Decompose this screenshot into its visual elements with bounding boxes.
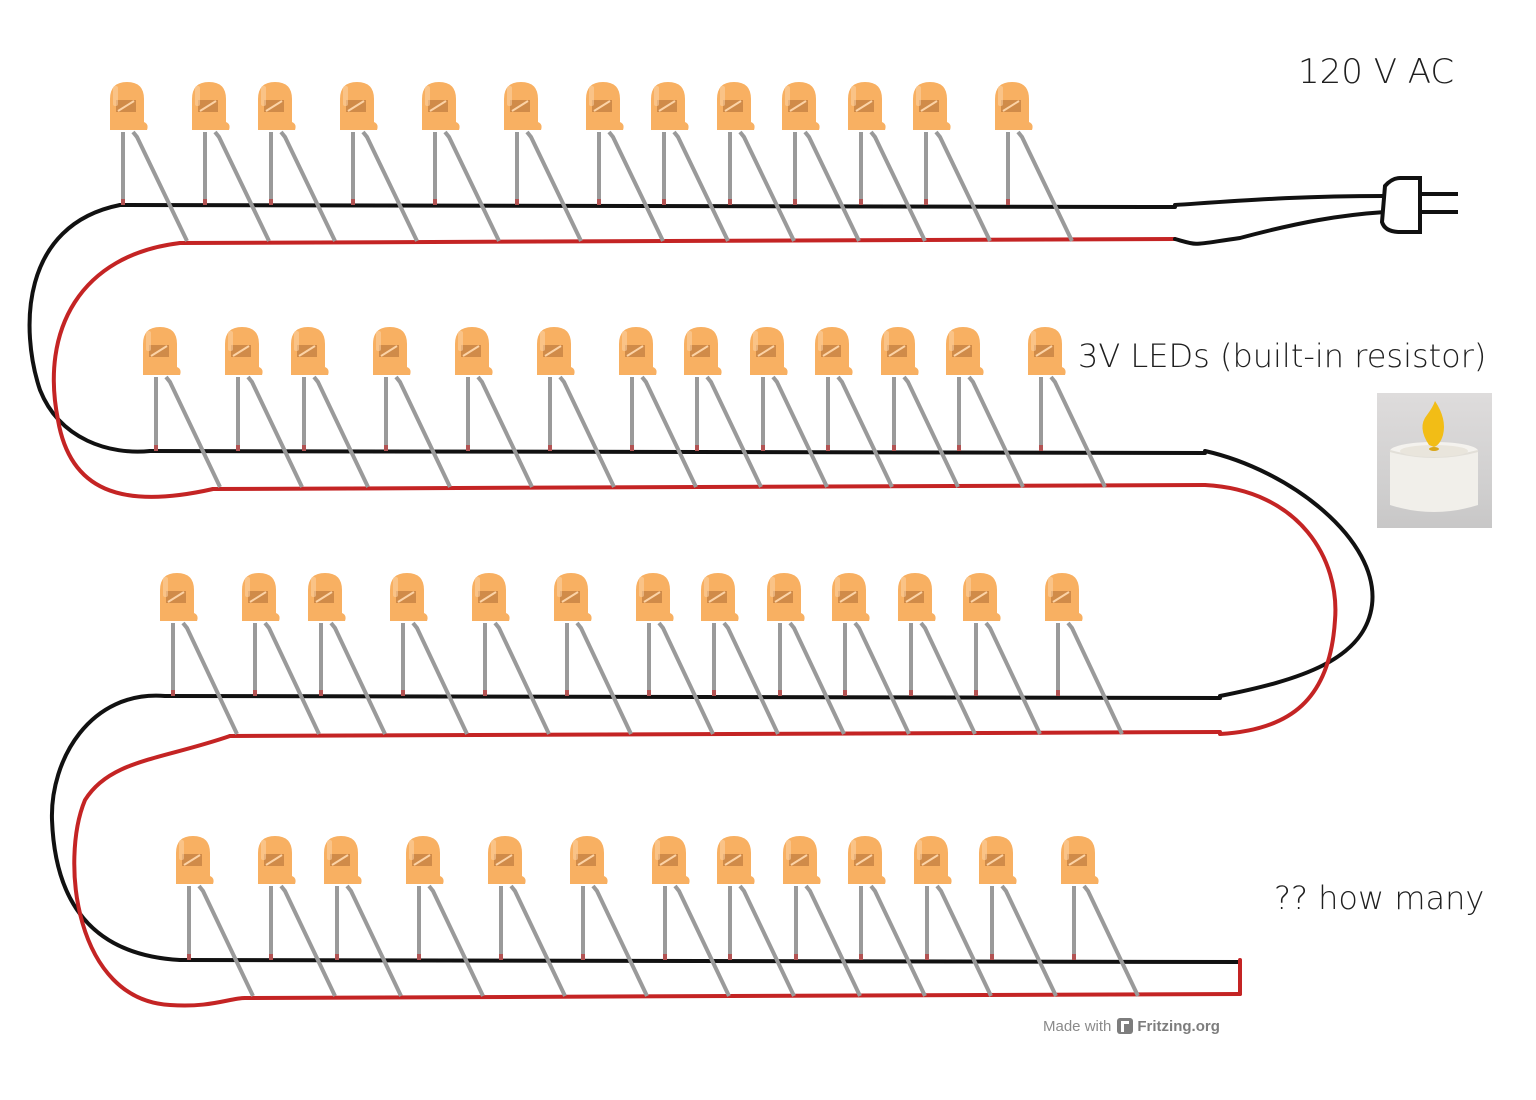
led — [946, 327, 1025, 488]
led — [504, 82, 583, 242]
led — [422, 82, 501, 242]
candle-image — [1377, 393, 1492, 528]
live-loop-3 — [72, 734, 247, 1008]
led-array — [110, 82, 1140, 997]
led — [636, 573, 715, 735]
led — [782, 82, 861, 242]
led — [472, 573, 551, 735]
led — [192, 82, 271, 242]
live-bus-row-3 — [228, 730, 1222, 738]
led — [995, 82, 1074, 242]
led — [258, 836, 337, 997]
credit-prefix: Made with — [1043, 1018, 1112, 1035]
led — [881, 327, 960, 488]
plug-icon — [1379, 176, 1458, 234]
neutral-loop-3 — [49, 693, 182, 962]
neutral-bus-row-3 — [163, 694, 1222, 700]
led — [750, 327, 829, 488]
led — [160, 573, 239, 735]
led — [373, 327, 452, 488]
led — [455, 327, 534, 488]
wires — [27, 194, 1387, 1008]
led — [651, 82, 730, 242]
led — [652, 836, 731, 997]
cord-neutral — [1173, 194, 1387, 207]
led — [1045, 573, 1124, 735]
supply-label: 120 V AC — [1298, 52, 1455, 92]
led — [717, 836, 796, 997]
led — [832, 573, 911, 735]
led — [701, 573, 780, 735]
cord-live — [1173, 210, 1387, 246]
led — [914, 836, 993, 997]
led — [225, 327, 304, 488]
led — [963, 573, 1042, 735]
led — [586, 82, 665, 242]
led-spec-label: 3V LEDs (built-in resistor) — [1078, 337, 1487, 375]
neutral-loop-2 — [1203, 449, 1375, 698]
led — [1061, 836, 1140, 997]
led — [176, 836, 255, 997]
led — [848, 82, 927, 242]
led — [979, 836, 1058, 997]
fritzing-logo-icon — [1117, 1018, 1134, 1034]
led — [898, 573, 977, 735]
question-label: ?? how many — [1274, 879, 1485, 917]
led — [242, 573, 321, 735]
live-bus-row-2 — [211, 483, 1207, 491]
led — [619, 327, 698, 488]
live-bus-row-1 — [178, 237, 1177, 245]
led — [390, 573, 469, 735]
led — [340, 82, 419, 242]
led — [848, 836, 927, 997]
live-loop-1 — [51, 241, 215, 499]
led — [291, 327, 370, 488]
credit-brand: Fritzing.org — [1137, 1018, 1220, 1035]
led — [554, 573, 633, 735]
led — [717, 82, 796, 242]
led — [815, 327, 894, 488]
led — [537, 327, 616, 488]
neutral-loop-1 — [27, 203, 152, 454]
led — [488, 836, 567, 997]
live-bus-row-4 — [243, 992, 1242, 1000]
led — [684, 327, 763, 488]
led — [110, 82, 189, 242]
led — [570, 836, 649, 997]
led — [1028, 327, 1107, 488]
neutral-bus-row-4 — [178, 958, 1242, 964]
led — [783, 836, 862, 997]
led — [406, 836, 485, 997]
live-loop-2 — [1203, 483, 1338, 736]
led — [913, 82, 992, 242]
led — [258, 82, 337, 242]
led — [324, 836, 403, 997]
fritzing-credit: Made with Fritzing.org — [1043, 1018, 1220, 1035]
led — [767, 573, 846, 735]
led — [308, 573, 387, 735]
led — [143, 327, 222, 488]
